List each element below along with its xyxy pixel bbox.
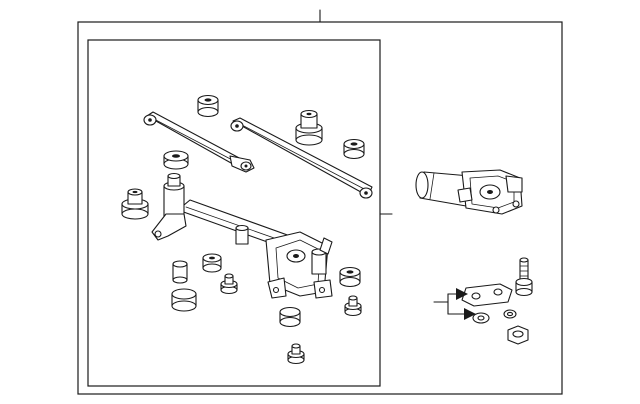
wiper-motor bbox=[415, 169, 523, 215]
arrow-to-bracket bbox=[456, 288, 468, 300]
stepped-bushing-top-right bbox=[295, 109, 323, 146]
spacer-lower bbox=[279, 306, 301, 328]
linkage-sub-assembly-frame bbox=[87, 39, 381, 387]
large-spacer bbox=[171, 288, 197, 312]
arrow-to-washer bbox=[464, 308, 476, 320]
grommet-center bbox=[202, 253, 222, 273]
short-link-rod bbox=[143, 111, 255, 173]
motor-bolt bbox=[515, 257, 533, 297]
small-stepped-bushing bbox=[220, 273, 238, 295]
small-stepped-bushing-right bbox=[344, 295, 362, 317]
bracket-leader-lines bbox=[433, 288, 476, 320]
grommet-top bbox=[197, 94, 219, 118]
washer-right bbox=[503, 309, 517, 319]
washer-left bbox=[472, 312, 490, 324]
nut bbox=[507, 325, 529, 345]
pivot-frame bbox=[151, 172, 333, 299]
stepped-bushing-left bbox=[121, 188, 149, 220]
collar-bushing bbox=[172, 260, 188, 284]
small-stepped-bushing-bottom bbox=[287, 343, 305, 365]
motor-bracket bbox=[461, 283, 513, 307]
grommet-lower-right bbox=[339, 266, 361, 288]
long-link-rod bbox=[230, 117, 373, 199]
grommet-left bbox=[163, 150, 189, 170]
outer-assembly-frame bbox=[77, 21, 563, 395]
grommet-right bbox=[343, 138, 365, 160]
